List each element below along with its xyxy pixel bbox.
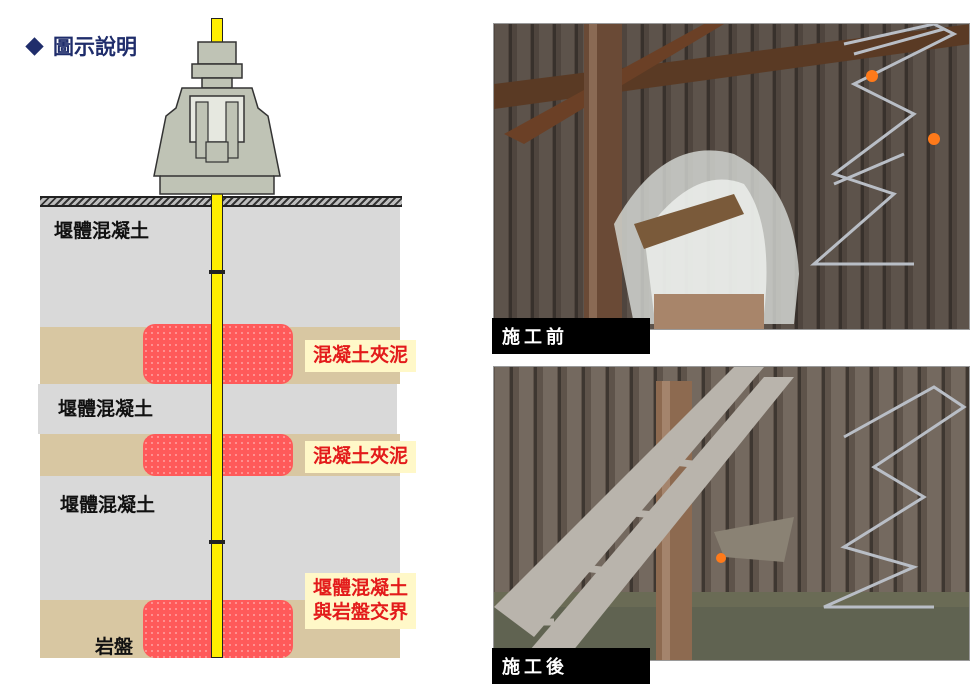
photo-caption-after: 施工後	[492, 648, 650, 684]
callout-text: 混凝土夾泥	[313, 445, 409, 467]
rod-joint	[209, 270, 225, 274]
rod-joint	[209, 540, 225, 544]
callout-concrete-bedrock-interface: 堰體混凝土 與岩盤交界	[305, 573, 417, 629]
callout-text-line1: 堰體混凝土	[313, 577, 409, 599]
callout-text-line2: 與岩盤交界	[313, 600, 409, 623]
excavation-photo-before-icon	[494, 24, 969, 329]
photo-before-construction	[493, 23, 970, 330]
callout-concrete-mud-2: 混凝土夾泥	[305, 441, 417, 473]
layer-label-weir-concrete-2: 堰體混凝土	[58, 398, 154, 420]
excavation-photo-after-icon	[494, 367, 969, 660]
photo-after-construction	[493, 366, 970, 661]
layer-label-weir-concrete-3: 堰體混凝土	[60, 494, 156, 516]
layer-label-bedrock: 岩盤	[95, 636, 134, 658]
layer-label-weir-concrete-1: 堰體混凝土	[54, 220, 150, 242]
cross-section-diagram: 堰體混凝土 堰體混凝土 堰體混凝土 岩盤 混凝土夾泥 混凝土夾泥 堰體混凝土 與…	[0, 0, 480, 692]
photo-caption-before: 施工前	[492, 318, 650, 354]
callout-concrete-mud-1: 混凝土夾泥	[305, 340, 417, 372]
drilling-machine-icon	[153, 41, 281, 195]
section-title-text: 圖示說明	[53, 35, 137, 59]
section-title: 圖示說明	[25, 31, 137, 61]
callout-text: 混凝土夾泥	[313, 344, 409, 366]
